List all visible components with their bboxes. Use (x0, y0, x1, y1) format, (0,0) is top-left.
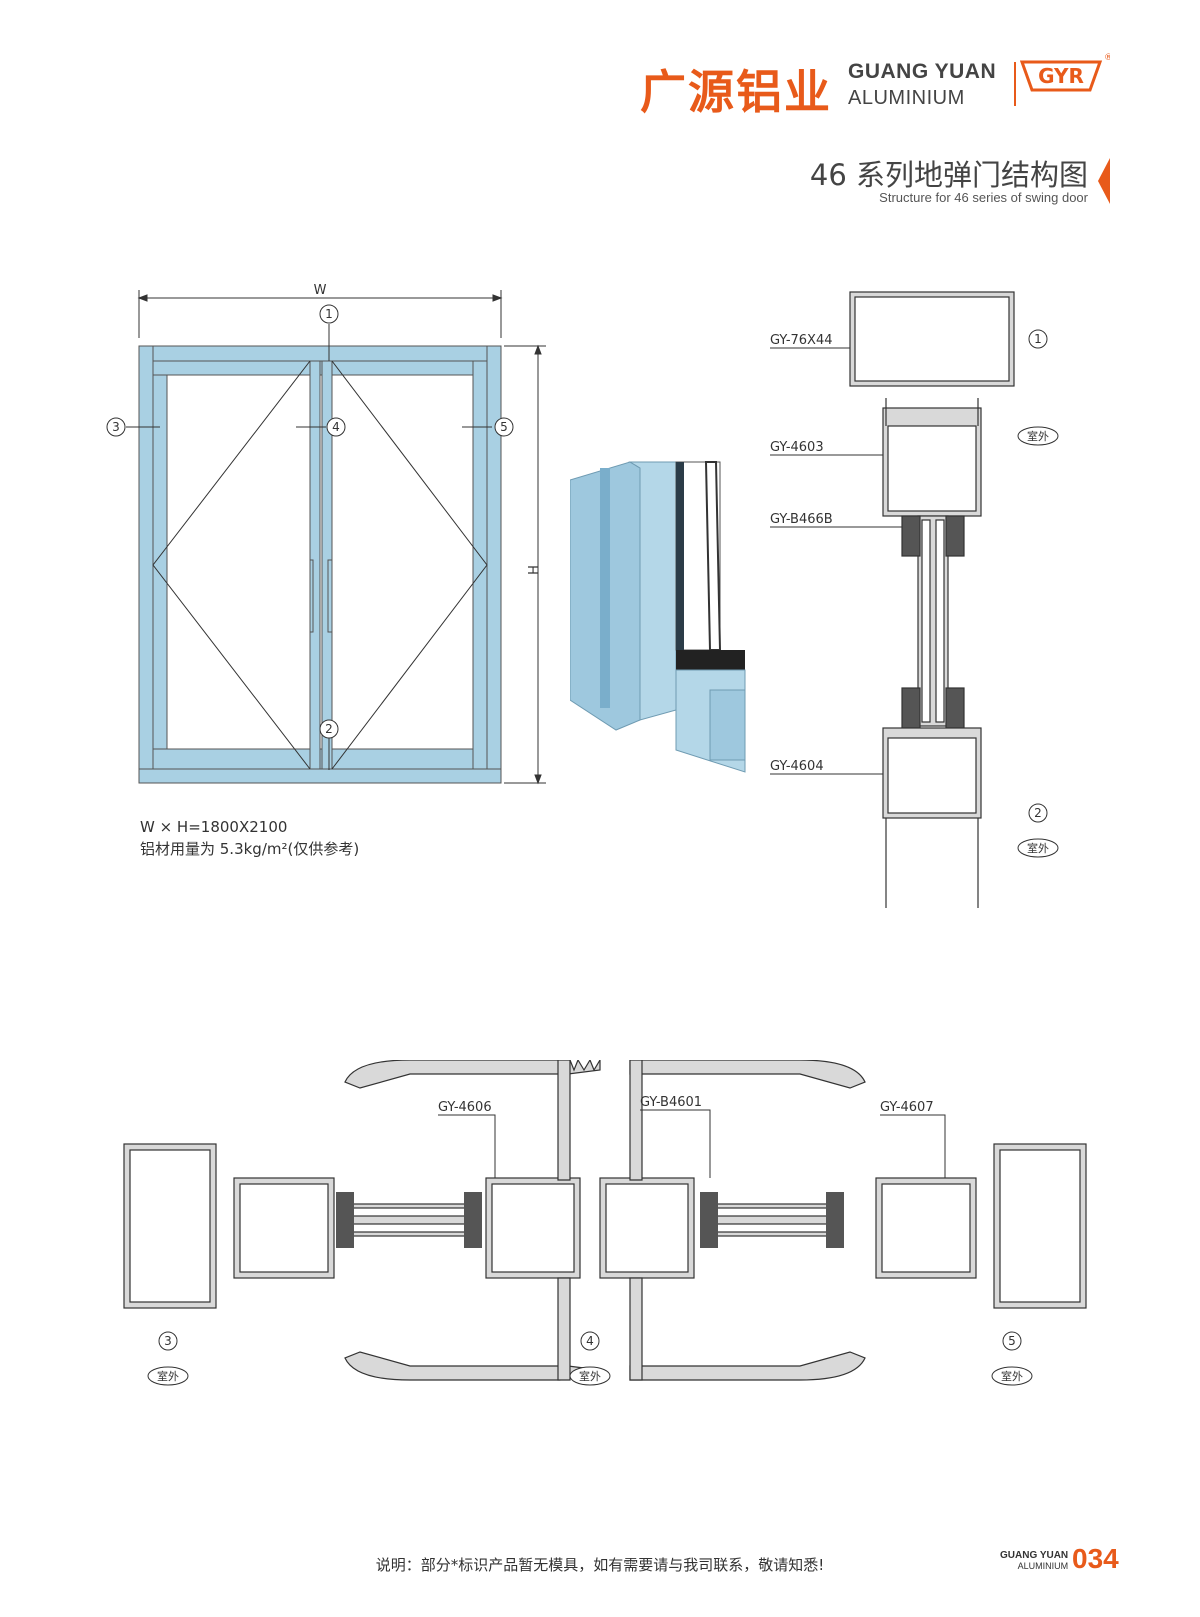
hs-marker-3-label: 3 (164, 1334, 172, 1348)
hs-marker-3 (158, 1331, 178, 1351)
marker-2 (319, 719, 339, 739)
profile-label-4604: GY-4604 (770, 759, 824, 774)
vs-outdoor-badge-bottom (1017, 838, 1059, 858)
footer-brand-1: GUANG YUAN (1000, 1550, 1069, 1561)
spec-material-usage: 铝材用量为 5.3kg/m²(仅供参考) (140, 840, 360, 858)
footer-brand: GUANG YUAN ALUMINIUM (1000, 1550, 1068, 1572)
width-label: W (314, 283, 327, 298)
profile-label-b4601: GY-B4601 (640, 1095, 702, 1110)
vs-marker-2 (1028, 803, 1048, 823)
hs-outdoor-badge-3 (147, 1366, 189, 1386)
horizontal-section-drawing: GY-4606 GY-B4601 GY-4607 3 4 5 室外 室外 室外 (123, 1060, 1087, 1386)
marker-5-label: 5 (500, 420, 508, 434)
title-arrow-icon (1098, 158, 1110, 204)
profile-label-4603: GY-4603 (770, 440, 824, 455)
hs-marker-5-label: 5 (1008, 1334, 1016, 1348)
vs-outdoor-bottom: 室外 (1027, 841, 1049, 855)
marker-1-label: 1 (325, 307, 333, 321)
profile-label-4606: GY-4606 (438, 1100, 492, 1115)
vertical-section-drawing: GY-76X44 GY-4603 GY-B466B GY-4604 1 2 室外… (770, 291, 1059, 908)
height-label: H (524, 565, 539, 575)
registered-mark: ® (1104, 53, 1110, 63)
hs-outdoor-badge-5 (991, 1366, 1033, 1386)
brand-separator (1014, 62, 1016, 106)
profile-label-76x44: GY-76X44 (770, 333, 833, 348)
profile-label-b466b: GY-B466B (770, 512, 833, 527)
marker-4-label: 4 (332, 420, 340, 434)
page-number: 034 (1072, 1543, 1119, 1574)
marker-3-label: 3 (112, 420, 120, 434)
marker-2-label: 2 (325, 722, 333, 736)
vs-marker-1 (1028, 329, 1048, 349)
brand-name-cn: 广源铝业 (640, 65, 832, 119)
vs-outdoor-badge-top (1017, 426, 1059, 446)
hs-outdoor-3: 室外 (157, 1369, 179, 1383)
marker-3 (106, 417, 126, 437)
brand-name-en-1: GUANG YUAN (848, 60, 997, 83)
footer-note: 说明：部分*标识产品暂无模具，如有需要请与我司联系，敬请知悉! (375, 1556, 825, 1574)
brand-name-en-2: ALUMINIUM (848, 87, 965, 109)
marker-4 (326, 417, 346, 437)
brand-logo: GYR ® (1020, 53, 1110, 92)
spec-dimensions: W × H=1800X2100 (140, 818, 288, 836)
brand-logo-letters: GYR (1038, 64, 1084, 88)
marker-1 (319, 304, 339, 324)
hs-marker-5 (1002, 1331, 1022, 1351)
page-title-cn: 46 系列地弹门结构图 (809, 158, 1088, 192)
footer-brand-2: ALUMINIUM (1017, 1561, 1069, 1571)
door-elevation-drawing: W H 1 2 3 (106, 283, 546, 785)
hs-marker-4 (580, 1331, 600, 1351)
hs-outdoor-badge-4 (569, 1366, 611, 1386)
marker-5 (494, 417, 514, 437)
hs-outdoor-5: 室外 (1001, 1369, 1023, 1383)
vs-marker-2-label: 2 (1034, 806, 1042, 820)
vs-marker-1-label: 1 (1034, 332, 1042, 346)
vs-outdoor-top: 室外 (1027, 429, 1049, 443)
page-title-en: Structure for 46 series of swing door (879, 190, 1088, 205)
profile-label-4607: GY-4607 (880, 1100, 934, 1115)
hs-marker-4-label: 4 (586, 1334, 594, 1348)
hs-outdoor-4: 室外 (579, 1369, 601, 1383)
profile-3d-render (570, 461, 746, 773)
